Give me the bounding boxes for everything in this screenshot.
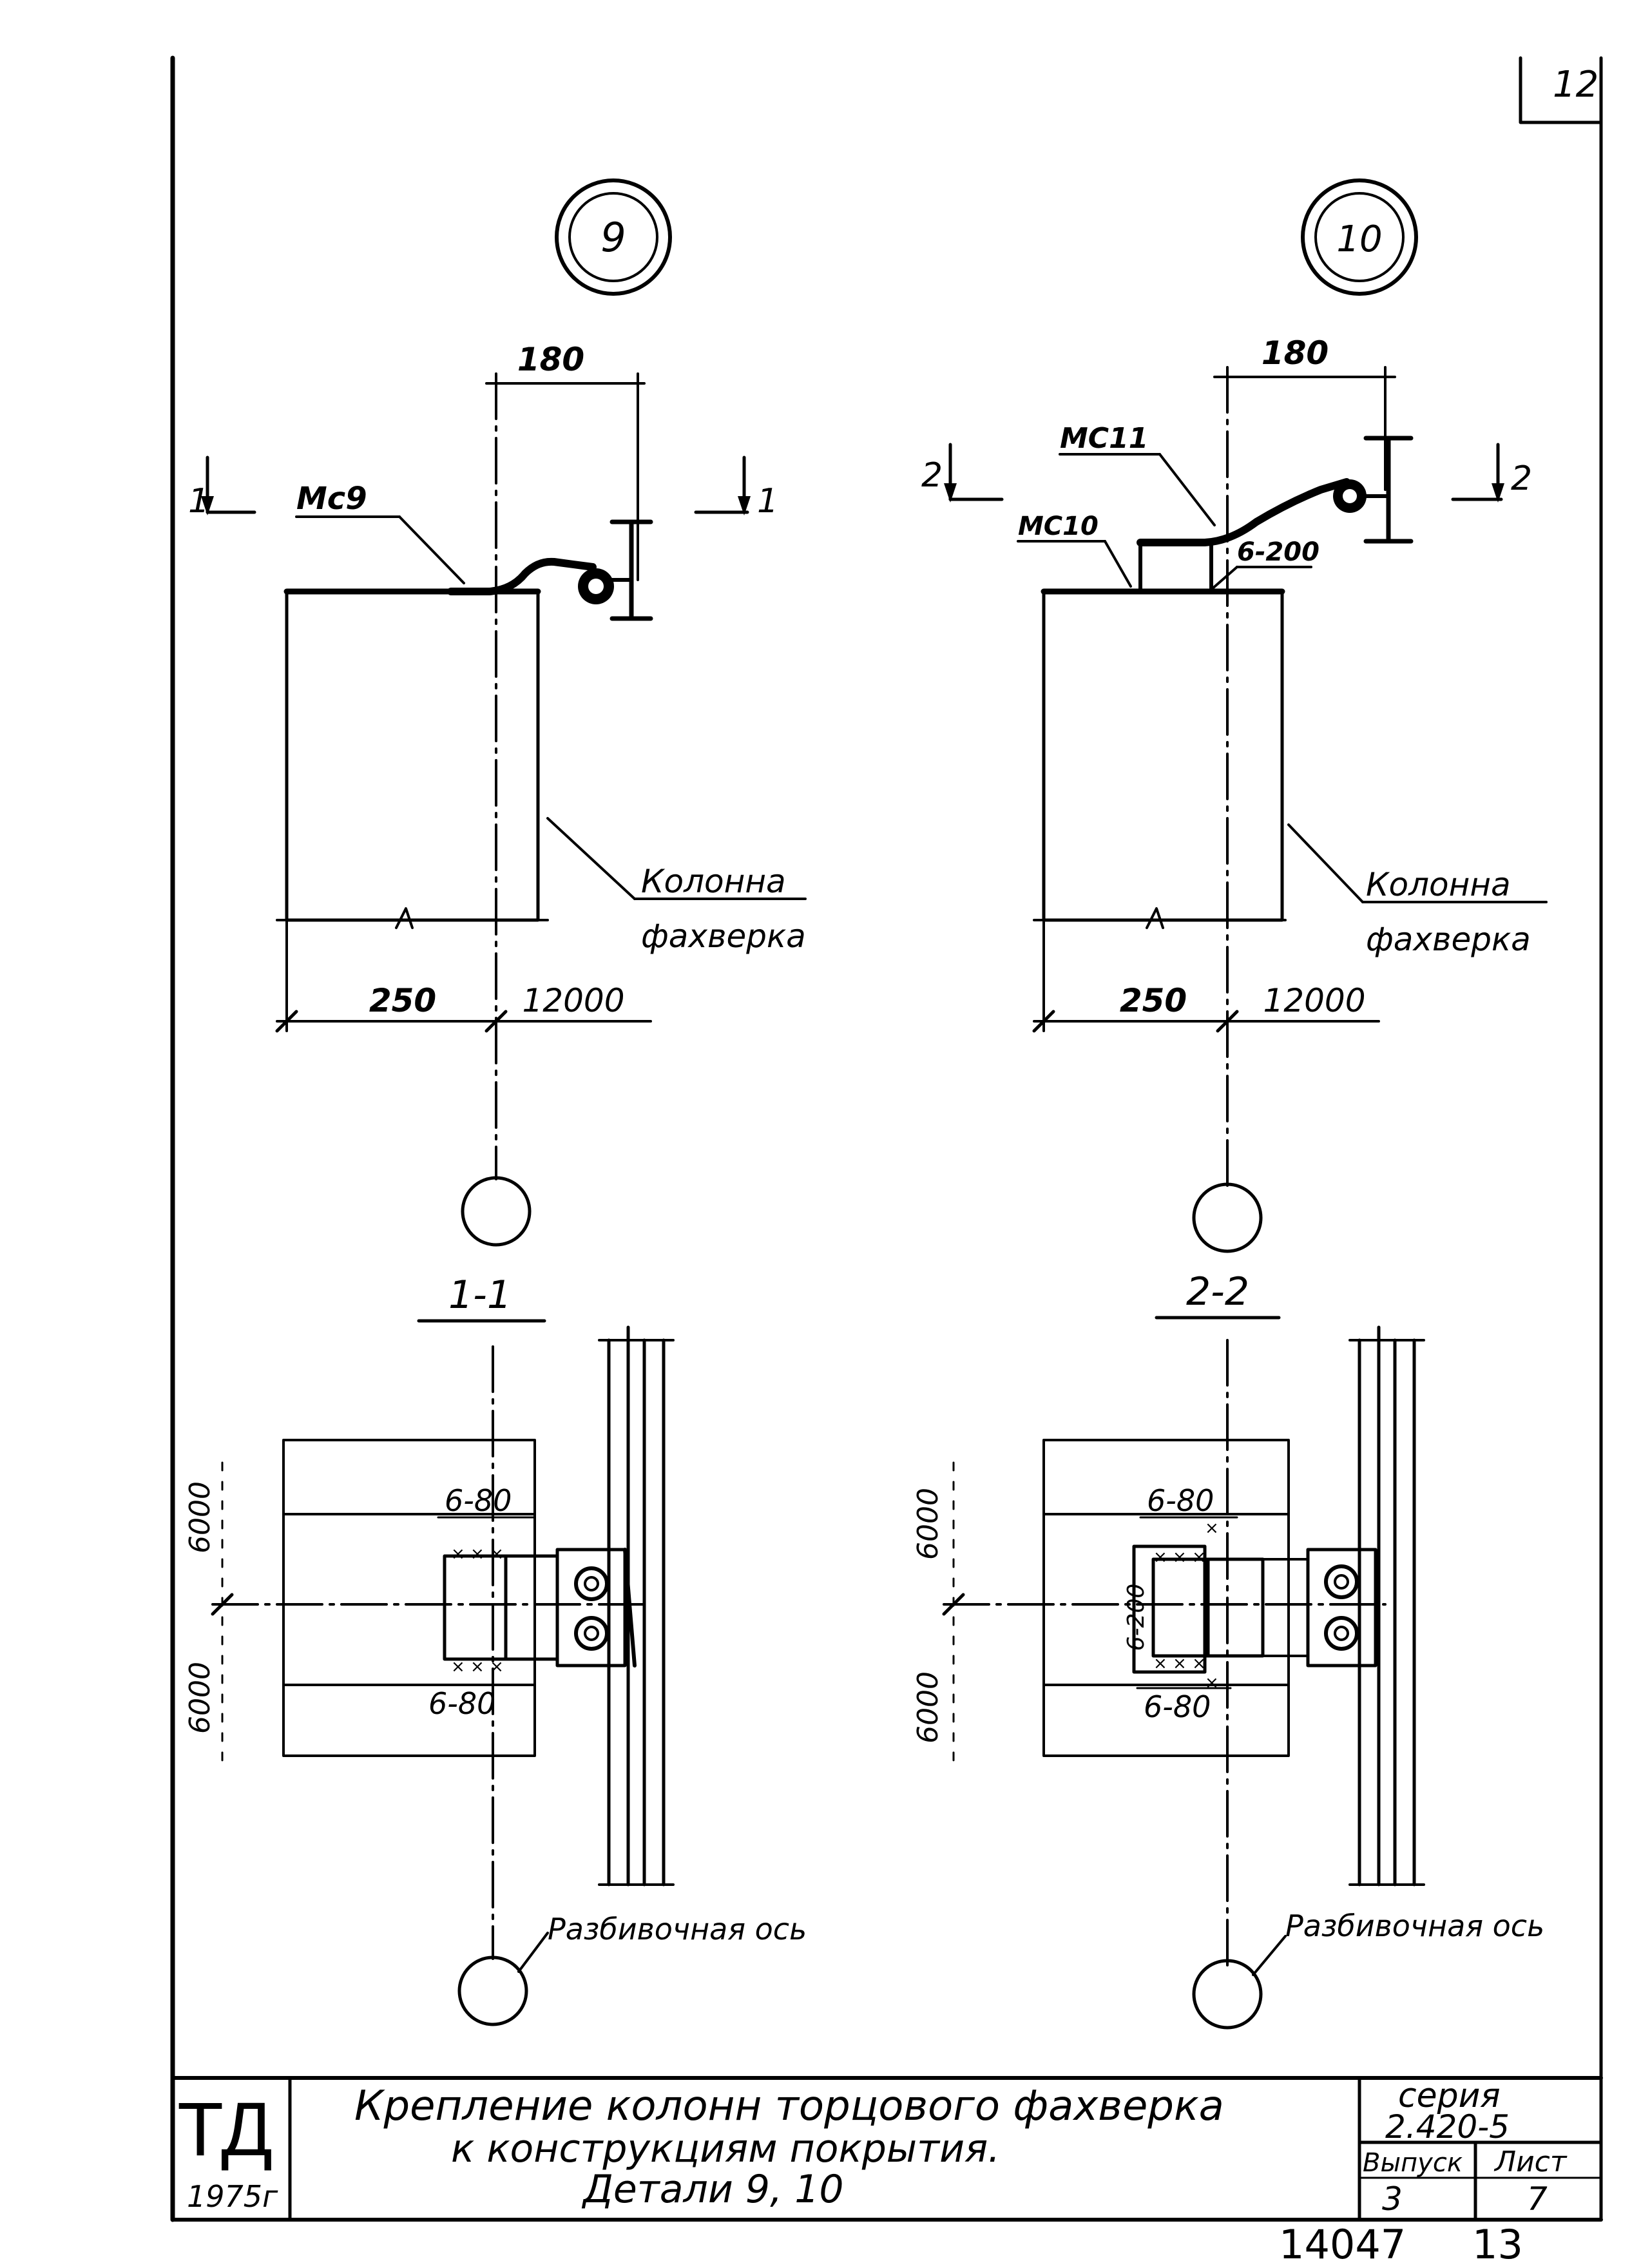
section-mark-left: 2 xyxy=(921,456,943,495)
svg-text:× × ×: × × × xyxy=(1153,1654,1206,1673)
dim-12000: 12000 xyxy=(522,982,624,1019)
callout-circle-inner xyxy=(1314,192,1405,282)
td-logo: ТД xyxy=(177,2087,273,2172)
slab-outline xyxy=(1042,1439,1290,1757)
axis-bubble xyxy=(1192,1182,1263,1253)
weld-upper: 6-80 xyxy=(445,1483,512,1518)
column-label-2: фахверка xyxy=(641,918,806,955)
axis-bubble xyxy=(1192,1959,1263,2030)
series-label: серия xyxy=(1398,2077,1501,2115)
svg-text:× × ×: × × × xyxy=(451,1657,504,1677)
column-label-2: фахверка xyxy=(1366,921,1531,958)
detail-9: 9 180 1 1 Мс9 xyxy=(188,178,807,1247)
svg-text:× × ×: × × × xyxy=(1153,1548,1206,1567)
weld-label-6-200: 6-200 xyxy=(1237,537,1320,567)
svg-text:×: × xyxy=(1205,1519,1219,1538)
axis-label: Разбивочная ось xyxy=(548,1912,807,1946)
dim-6000-lower: 6000 xyxy=(184,1662,216,1734)
column-label-1: Колонна xyxy=(1366,866,1511,903)
issue-label: Выпуск xyxy=(1363,2148,1463,2178)
sheet-value: 7 xyxy=(1527,2180,1548,2218)
section-title: 1-1 xyxy=(448,1273,512,1318)
axis-bubble xyxy=(461,1176,532,1247)
column-body xyxy=(285,590,540,922)
part-label-mc9: Мс9 xyxy=(296,481,367,517)
dim-6000-upper: 6000 xyxy=(184,1481,216,1553)
svg-text:× × ×: × × × xyxy=(451,1544,504,1564)
callout-circle xyxy=(1301,178,1418,296)
dim-250: 250 xyxy=(1120,982,1187,1019)
title-line-1: Крепление колонн торцового фахверка xyxy=(354,2082,1224,2130)
column-label-1: Колонна xyxy=(641,863,786,900)
dim-12000: 12000 xyxy=(1263,982,1365,1019)
dim-180: 180 xyxy=(1262,334,1329,372)
dim-6000-lower: 6000 xyxy=(912,1671,945,1744)
weld-upper: 6-80 xyxy=(1147,1483,1214,1518)
weld-lower: 6-80 xyxy=(428,1686,495,1721)
year: 1975г xyxy=(187,2179,278,2214)
title-block xyxy=(171,2076,1603,2222)
column-body xyxy=(1042,590,1284,922)
section-mark-right: 1 xyxy=(757,482,778,521)
dim-6000-upper: 6000 xyxy=(912,1488,945,1560)
series-value: 2.420-5 xyxy=(1385,2108,1510,2146)
section-title: 2-2 xyxy=(1186,1269,1249,1314)
sheet-frame xyxy=(170,55,1603,2222)
title-line-2: к конструкциям покрытия. xyxy=(451,2126,1000,2171)
section-1-1: 1-1 6000 6000 × × × × × × 6-80 6-80 xyxy=(184,1273,807,2026)
axis-bubble xyxy=(457,1956,528,2026)
callout-circle xyxy=(555,178,672,296)
section-2-2: 2-2 6000 6000 × × × × × × × × 6-200 6-80… xyxy=(912,1269,1544,2030)
section-mark-right: 2 xyxy=(1511,459,1532,498)
issue-value: 3 xyxy=(1382,2180,1403,2218)
sheet-number: 12 xyxy=(1553,64,1598,106)
axis-label: Разбивочная ось xyxy=(1285,1908,1544,1943)
callout-circle-inner xyxy=(568,192,658,282)
sheet-label: Лист xyxy=(1493,2146,1568,2178)
part-label-mc11: МС11 xyxy=(1060,422,1148,455)
archive-number: 14047 xyxy=(1279,2221,1406,2268)
title-line-3: Детали 9, 10 xyxy=(581,2167,844,2212)
detail-10: 10 180 2 2 МС11 МС10 6-200 xyxy=(921,178,1548,1253)
callout-9-label: 9 xyxy=(600,214,626,261)
slab-outline xyxy=(282,1439,536,1757)
callout-10-label: 10 xyxy=(1336,218,1382,260)
dim-250: 250 xyxy=(369,982,436,1019)
part-label-mc10: МС10 xyxy=(1018,512,1099,541)
weld-lower: 6-80 xyxy=(1144,1689,1211,1724)
dim-180: 180 xyxy=(517,341,584,378)
page-number: 13 xyxy=(1472,2221,1523,2268)
weld-side: 6-200 xyxy=(1123,1584,1149,1651)
